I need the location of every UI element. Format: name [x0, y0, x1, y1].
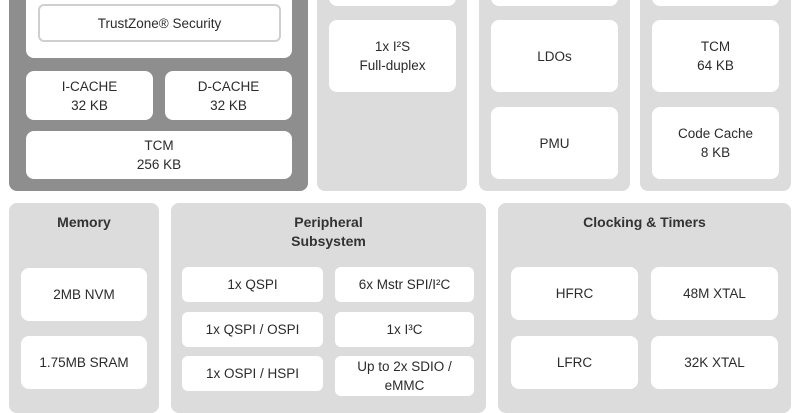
sdio-line1: Up to 2x SDIO / [357, 359, 452, 374]
trustzone-security: TrustZone® Security [38, 4, 281, 42]
memory-panel: Memory 2MB NVM 1.75MB SRAM [9, 203, 159, 413]
peripheral-title: Peripheral Subsystem [171, 213, 486, 251]
icache-name: I-CACHE [61, 78, 118, 94]
mstr-spi-block: 6x Mstr SPI/I²C [335, 267, 474, 302]
sram-label: 1.75MB SRAM [39, 355, 129, 370]
dcache-block: D-CACHE 32 KB [165, 71, 292, 120]
ospi-hspi-label: 1x OSPI / HSPI [205, 366, 300, 381]
qspi-ospi-block: 1x QSPI / OSPI [182, 312, 323, 347]
mstr-spi-label: 6x Mstr SPI/I²C [358, 277, 451, 292]
code-cache-size: 8 KB [700, 145, 731, 160]
lfrc-label: LFRC [556, 355, 593, 370]
coprocessor-top-block [652, 0, 779, 6]
ldos-block: LDOs [491, 20, 618, 92]
i2s-line2: Full-duplex [359, 58, 426, 73]
code-cache-name: Code Cache [677, 126, 754, 141]
dcache-name: D-CACHE [197, 78, 260, 94]
xtal48-block: 48M XTAL [651, 267, 778, 320]
xtal48-label: 48M XTAL [683, 286, 746, 301]
tcm-64-block: TCM 64 KB [652, 20, 779, 92]
xtal32-label: 32K XTAL [684, 355, 745, 370]
tcm-64-name: TCM [700, 39, 731, 54]
code-cache-block: Code Cache 8 KB [652, 107, 779, 179]
peripheral-title-line1: Peripheral [294, 214, 363, 230]
sram-block: 1.75MB SRAM [21, 336, 147, 389]
peripheral-title-line2: Subsystem [291, 233, 366, 249]
lfrc-block: LFRC [511, 336, 638, 389]
trustzone-label: TrustZone® Security [97, 15, 222, 31]
memory-title: Memory [57, 214, 111, 230]
icache-size: 32 KB [71, 97, 108, 113]
audio-top-block [329, 0, 456, 6]
i3c-label: 1x I³C [386, 322, 423, 337]
power-top-block [491, 0, 618, 6]
clocking-title: Clocking & Timers [583, 214, 706, 230]
ospi-hspi-block: 1x OSPI / HSPI [182, 356, 323, 391]
audio-panel: 1x I²S Full-duplex [317, 0, 467, 191]
peripheral-panel: Peripheral Subsystem 1x QSPI 6x Mstr SPI… [171, 203, 486, 413]
i2s-line1: 1x I²S [374, 39, 411, 54]
i2s-block: 1x I²S Full-duplex [329, 20, 456, 92]
nvm-block: 2MB NVM [21, 268, 147, 321]
qspi-ospi-label: 1x QSPI / OSPI [205, 322, 300, 337]
pmu-block: PMU [491, 107, 618, 179]
ldos-label: LDOs [537, 48, 572, 64]
sdio-block: Up to 2x SDIO / eMMC [335, 356, 474, 396]
hfrc-label: HFRC [555, 286, 594, 301]
tcm-256-block: TCM 256 KB [26, 131, 292, 179]
dcache-size: 32 KB [210, 97, 247, 113]
tcm-64-size: 64 KB [697, 58, 734, 73]
hfrc-block: HFRC [511, 267, 638, 320]
xtal32-block: 32K XTAL [651, 336, 778, 389]
nvm-label: 2MB NVM [53, 287, 115, 302]
i3c-block: 1x I³C [335, 312, 474, 347]
power-panel: LDOs PMU [479, 0, 630, 191]
sdio-line2: eMMC [384, 378, 425, 393]
pmu-label: PMU [539, 135, 570, 151]
icache-block: I-CACHE 32 KB [26, 71, 153, 120]
qspi-label: 1x QSPI [227, 277, 278, 292]
processor-panel: TrustZone® Security I-CACHE 32 KB D-CACH… [9, 0, 308, 191]
coprocessor-panel: TCM 64 KB Code Cache 8 KB [640, 0, 791, 191]
qspi-block: 1x QSPI [182, 267, 323, 302]
tcm-256-name: TCM [144, 138, 174, 153]
clocking-panel: Clocking & Timers HFRC 48M XTAL LFRC 32K… [498, 203, 791, 413]
tcm-256-size: 256 KB [136, 157, 182, 172]
